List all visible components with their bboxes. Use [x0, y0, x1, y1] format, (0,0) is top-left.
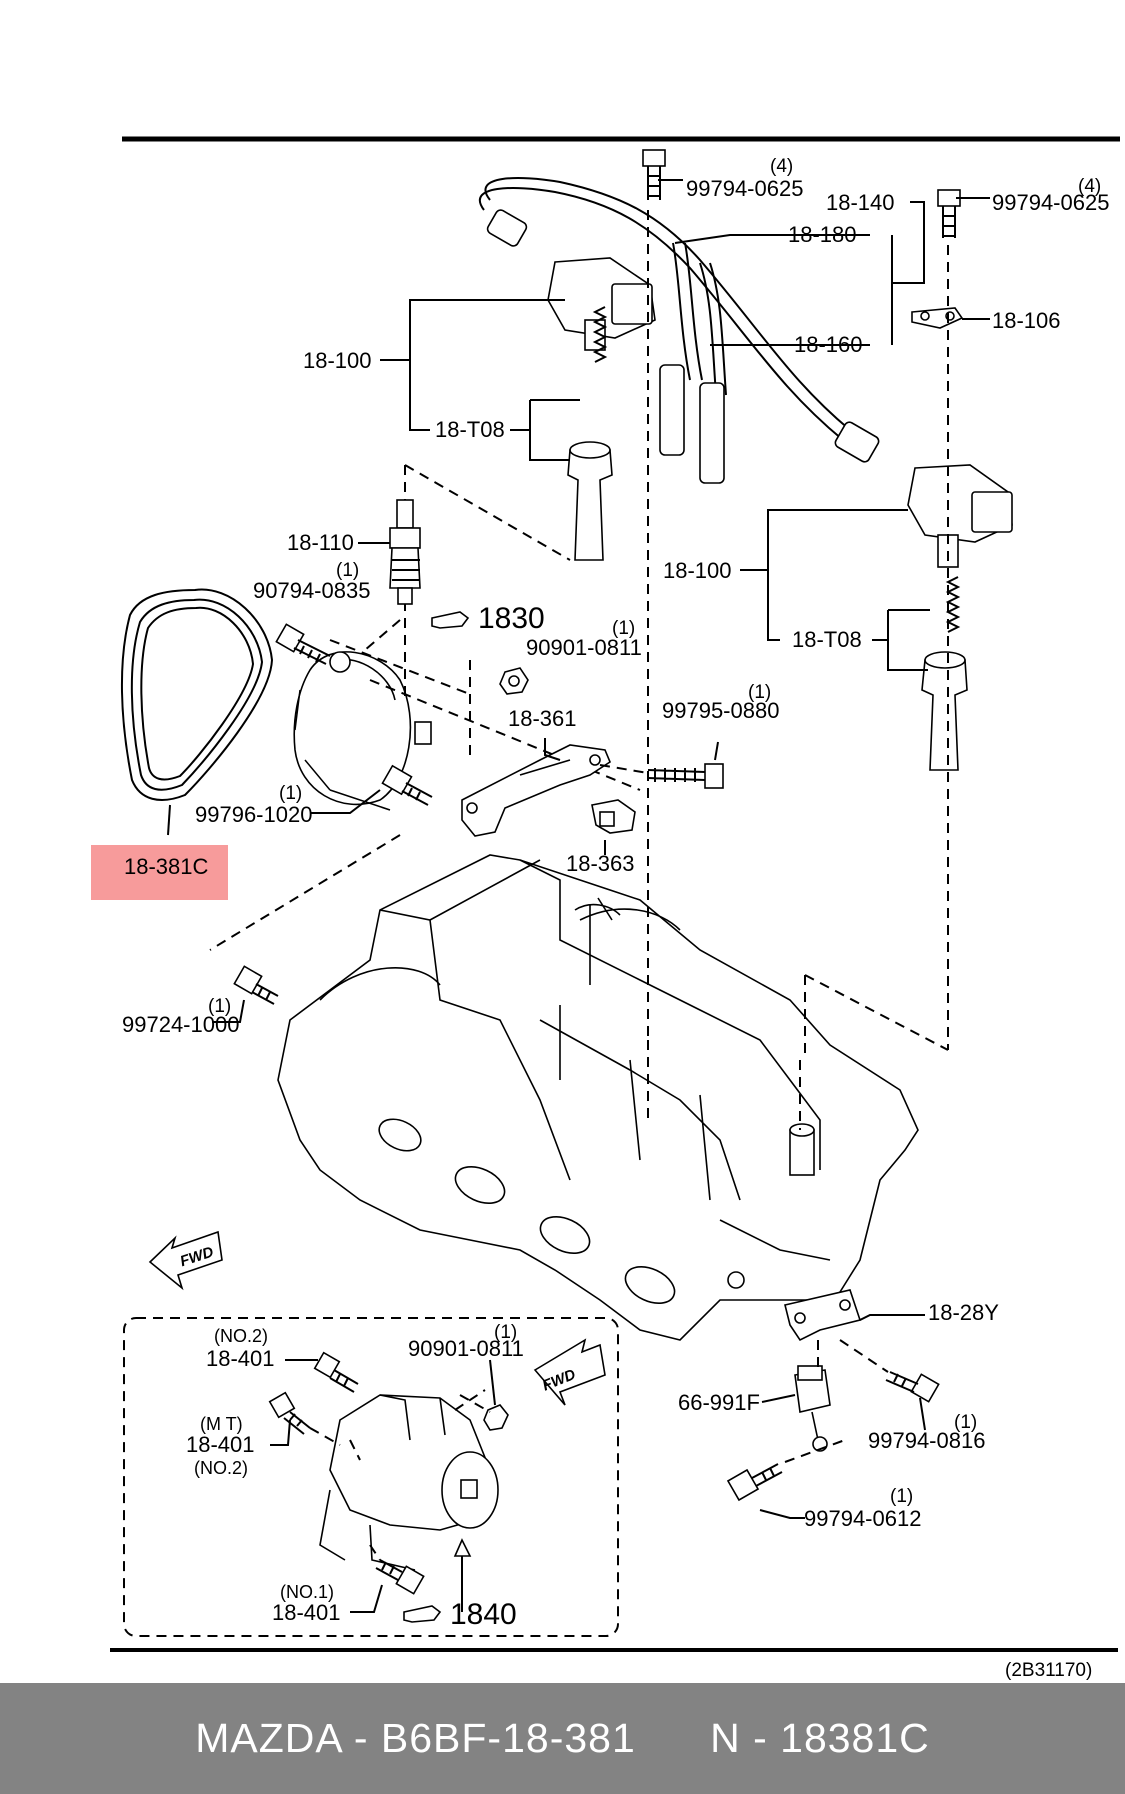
bracket-18-361	[461, 744, 611, 837]
label-66-991f: 66-991F	[678, 1390, 760, 1415]
bolt-90794-0835	[275, 623, 331, 665]
bolt-99794-0612	[726, 1439, 846, 1502]
label-99724-1000: 99724-1000	[122, 1012, 239, 1037]
hand-pointer-1840	[403, 1605, 442, 1623]
label-18-401-mid-note2: (NO.2)	[194, 1458, 248, 1478]
label-99794-0625-b: 99794-0625	[992, 190, 1109, 215]
label-99794-0612: 99794-0612	[804, 1506, 921, 1531]
bolt-99794-0625-left	[642, 149, 666, 200]
starter-inset	[123, 1317, 619, 1637]
drive-belt-18-381c	[120, 588, 274, 801]
label-90901-0811-b: 90901-0811	[408, 1336, 524, 1361]
alternator	[293, 651, 432, 811]
label-90901-0811-qty-b: (1)	[494, 1322, 517, 1343]
label-18-401-mid-note1: (M T)	[200, 1414, 243, 1434]
bracket-18-106	[911, 307, 964, 329]
label-18-160: 18-160	[794, 332, 863, 357]
label-18-100-upper: 18-100	[303, 348, 372, 373]
label-18-401-bot: 18-401	[272, 1600, 341, 1625]
label-18-401-mid: 18-401	[186, 1432, 255, 1457]
bolt-99724-1000	[233, 965, 279, 1005]
nut-90901-0811-upper	[499, 667, 529, 695]
label-99794-0612-qty: (1)	[890, 1486, 913, 1507]
label-18-401-top: 18-401	[206, 1346, 275, 1371]
footer-text: MAZDA - B6BF-18-381 N - 18381C	[195, 1715, 930, 1761]
label-90794-0835: 90794-0835	[253, 578, 370, 603]
sensor-18-363	[591, 799, 636, 834]
label-90794-0835-qty: (1)	[336, 560, 359, 581]
label-diagram-code: (2B31170)	[1005, 1660, 1092, 1681]
label-90901-0811-qty-a: (1)	[612, 618, 635, 639]
label-ref-1840: 1840	[450, 1598, 517, 1631]
cylinder-head	[277, 854, 919, 1341]
label-99724-1000-qty: (1)	[208, 996, 231, 1017]
label-18-106: 18-106	[992, 308, 1061, 333]
label-ref-1830: 1830	[478, 602, 545, 635]
label-18-140: 18-140	[826, 190, 895, 215]
label-18-t08-upper: 18-T08	[435, 417, 505, 442]
relay-66-991f	[794, 1340, 831, 1452]
bolt-99796-1020	[381, 764, 433, 806]
label-99796-1020-qty: (1)	[279, 783, 302, 804]
bracket-18-28y	[784, 1289, 862, 1342]
label-18-t08-lower: 18-T08	[792, 627, 862, 652]
hand-pointer-1830	[431, 611, 470, 629]
label-18-180: 18-180	[788, 222, 857, 247]
label-99794-0816: 99794-0816	[868, 1428, 985, 1453]
part-number-footer: MAZDA - B6BF-18-381 N - 18381C	[0, 1683, 1125, 1794]
ignition-wire-set	[478, 177, 880, 484]
label-99794-0816-qty: (1)	[954, 1412, 977, 1433]
label-18-110: 18-110	[287, 530, 354, 555]
label-18-401-top-note: (NO.2)	[214, 1326, 268, 1346]
label-99795-0880: 99795-0880	[662, 698, 779, 723]
label-18-401-bot-note: (NO.1)	[280, 1582, 334, 1602]
bolt-99795-0880	[599, 763, 724, 789]
label-18-100-lower: 18-100	[663, 558, 732, 583]
ignition-coil-upper	[547, 257, 656, 561]
label-18-361: 18-361	[508, 706, 577, 731]
bolt-99794-0816	[839, 1339, 940, 1403]
bolt-99794-0625-right	[937, 189, 961, 238]
spark-plug	[389, 499, 421, 605]
label-18-381c: 18-381C	[124, 854, 209, 879]
label-18-28y: 18-28Y	[928, 1300, 999, 1325]
leader-lines	[167, 179, 990, 1613]
label-99794-0625-qty-a: (4)	[770, 156, 793, 177]
label-99794-0625-a: 99794-0625	[686, 176, 803, 201]
label-90901-0811-a: 90901-0811	[526, 635, 642, 660]
label-99796-1020: 99796-1020	[195, 802, 312, 827]
label-99795-0880-qty: (1)	[748, 682, 771, 703]
label-99794-0625-qty-b: (4)	[1078, 176, 1101, 197]
fwd-arrow-upper	[148, 1230, 223, 1291]
label-18-363: 18-363	[566, 851, 635, 876]
ignition-coil-lower	[907, 464, 1013, 771]
highlight-18-381c	[91, 845, 228, 900]
